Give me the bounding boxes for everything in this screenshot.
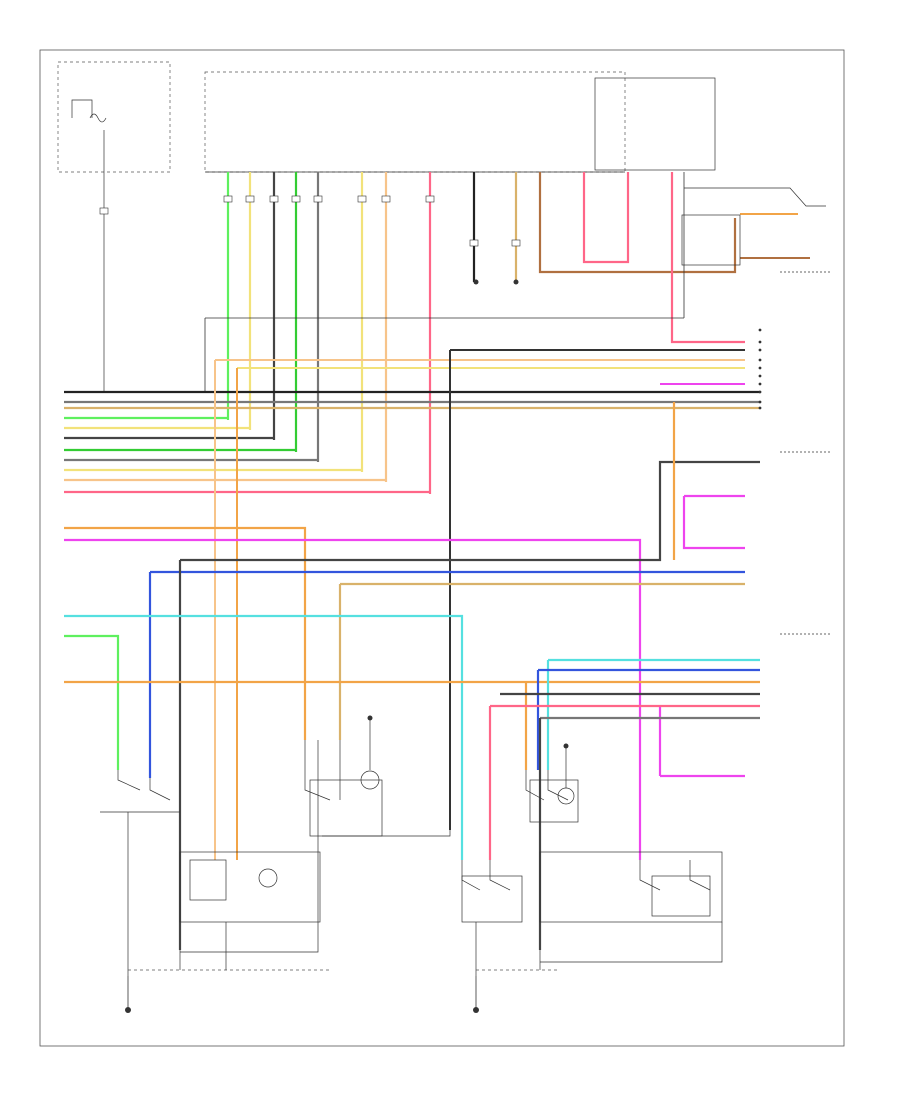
lower-right-wires [488, 658, 760, 950]
wire-light-green-main [64, 634, 120, 770]
pin-r9 [758, 400, 762, 404]
switch-wire [684, 187, 826, 207]
pin-r5 [758, 366, 762, 370]
module-ground-2 [513, 279, 519, 285]
passenger-window-switch [461, 860, 523, 976]
pin-8 [425, 195, 435, 203]
pin-r3 [758, 348, 762, 352]
pin-r10 [758, 406, 762, 410]
horizontal-bus-wires [64, 390, 760, 494]
bcm-pin-marks [223, 195, 521, 247]
pin-r8 [758, 390, 762, 394]
module-ground-3 [367, 715, 373, 721]
wire-pink-loop [582, 172, 630, 264]
fuse-symbol [71, 99, 93, 118]
bcm-subbox [594, 77, 716, 171]
driver-motor-box [179, 851, 321, 923]
center-return [322, 830, 451, 837]
ground-left-icon [125, 1007, 131, 1013]
fuse-block-box [57, 61, 171, 173]
pin-10 [511, 239, 521, 247]
fuse-element [89, 113, 107, 123]
ground-left [125, 976, 131, 1013]
wire-orange-main [64, 526, 307, 740]
top-right-switch [681, 187, 826, 266]
wire-magenta-lower-right [658, 705, 745, 778]
module-grounds [367, 279, 569, 749]
ground-right [473, 976, 479, 1013]
right-connector-bank-1 [204, 172, 685, 392]
ground-right-icon [473, 1007, 479, 1013]
passenger-motor-module [539, 851, 723, 963]
center-switch-contacts [304, 740, 341, 801]
center-switch [304, 720, 451, 837]
pin-r1 [758, 328, 762, 332]
pass-motor-box [539, 851, 723, 923]
right-feed-wires [214, 349, 745, 860]
driver-motor-relay [189, 859, 227, 901]
pin-r7 [758, 382, 762, 386]
pin-r4 [758, 358, 762, 362]
pin-5 [313, 195, 323, 203]
bcm-vertical-wires [226, 172, 745, 494]
module-ground-4 [563, 743, 569, 749]
right-switch-cluster [525, 748, 579, 823]
pass-motor-relay [651, 875, 711, 917]
inline-connector [99, 207, 109, 215]
right-section-markers [780, 271, 830, 635]
wire-cyan-main [64, 614, 464, 860]
fuse-block-group [57, 61, 171, 392]
pass-motor-return [540, 922, 723, 963]
driver-window-switch [100, 770, 180, 976]
pin-r6 [758, 374, 762, 378]
pin-2 [245, 195, 255, 203]
wire-magenta-main [64, 538, 642, 860]
wire-pink-2 [670, 172, 745, 344]
switch-contacts [117, 770, 171, 801]
rs-contacts [525, 770, 569, 801]
pass-motor-contacts [639, 860, 711, 891]
ground-busses [128, 922, 560, 971]
pin-9 [469, 239, 479, 247]
bcm-box [204, 71, 626, 173]
pin-1 [223, 195, 233, 203]
pin-6 [357, 195, 367, 203]
pin-r2 [758, 340, 762, 344]
wire-magenta-right-2 [682, 496, 745, 550]
pin-7 [381, 195, 391, 203]
driver-motor-icon [258, 868, 278, 888]
switch-box [681, 214, 741, 266]
pin-4 [291, 195, 301, 203]
right-connector-pins-1 [758, 328, 762, 410]
wire-brown-1 [538, 172, 737, 274]
diagram-frame [39, 49, 845, 1047]
module-ground-1 [473, 279, 479, 285]
wire-dark-gray-main [180, 460, 760, 562]
pin-3 [269, 195, 279, 203]
middle-wires [64, 402, 760, 950]
pass-switch-box [461, 875, 523, 923]
rs-box [529, 779, 579, 823]
